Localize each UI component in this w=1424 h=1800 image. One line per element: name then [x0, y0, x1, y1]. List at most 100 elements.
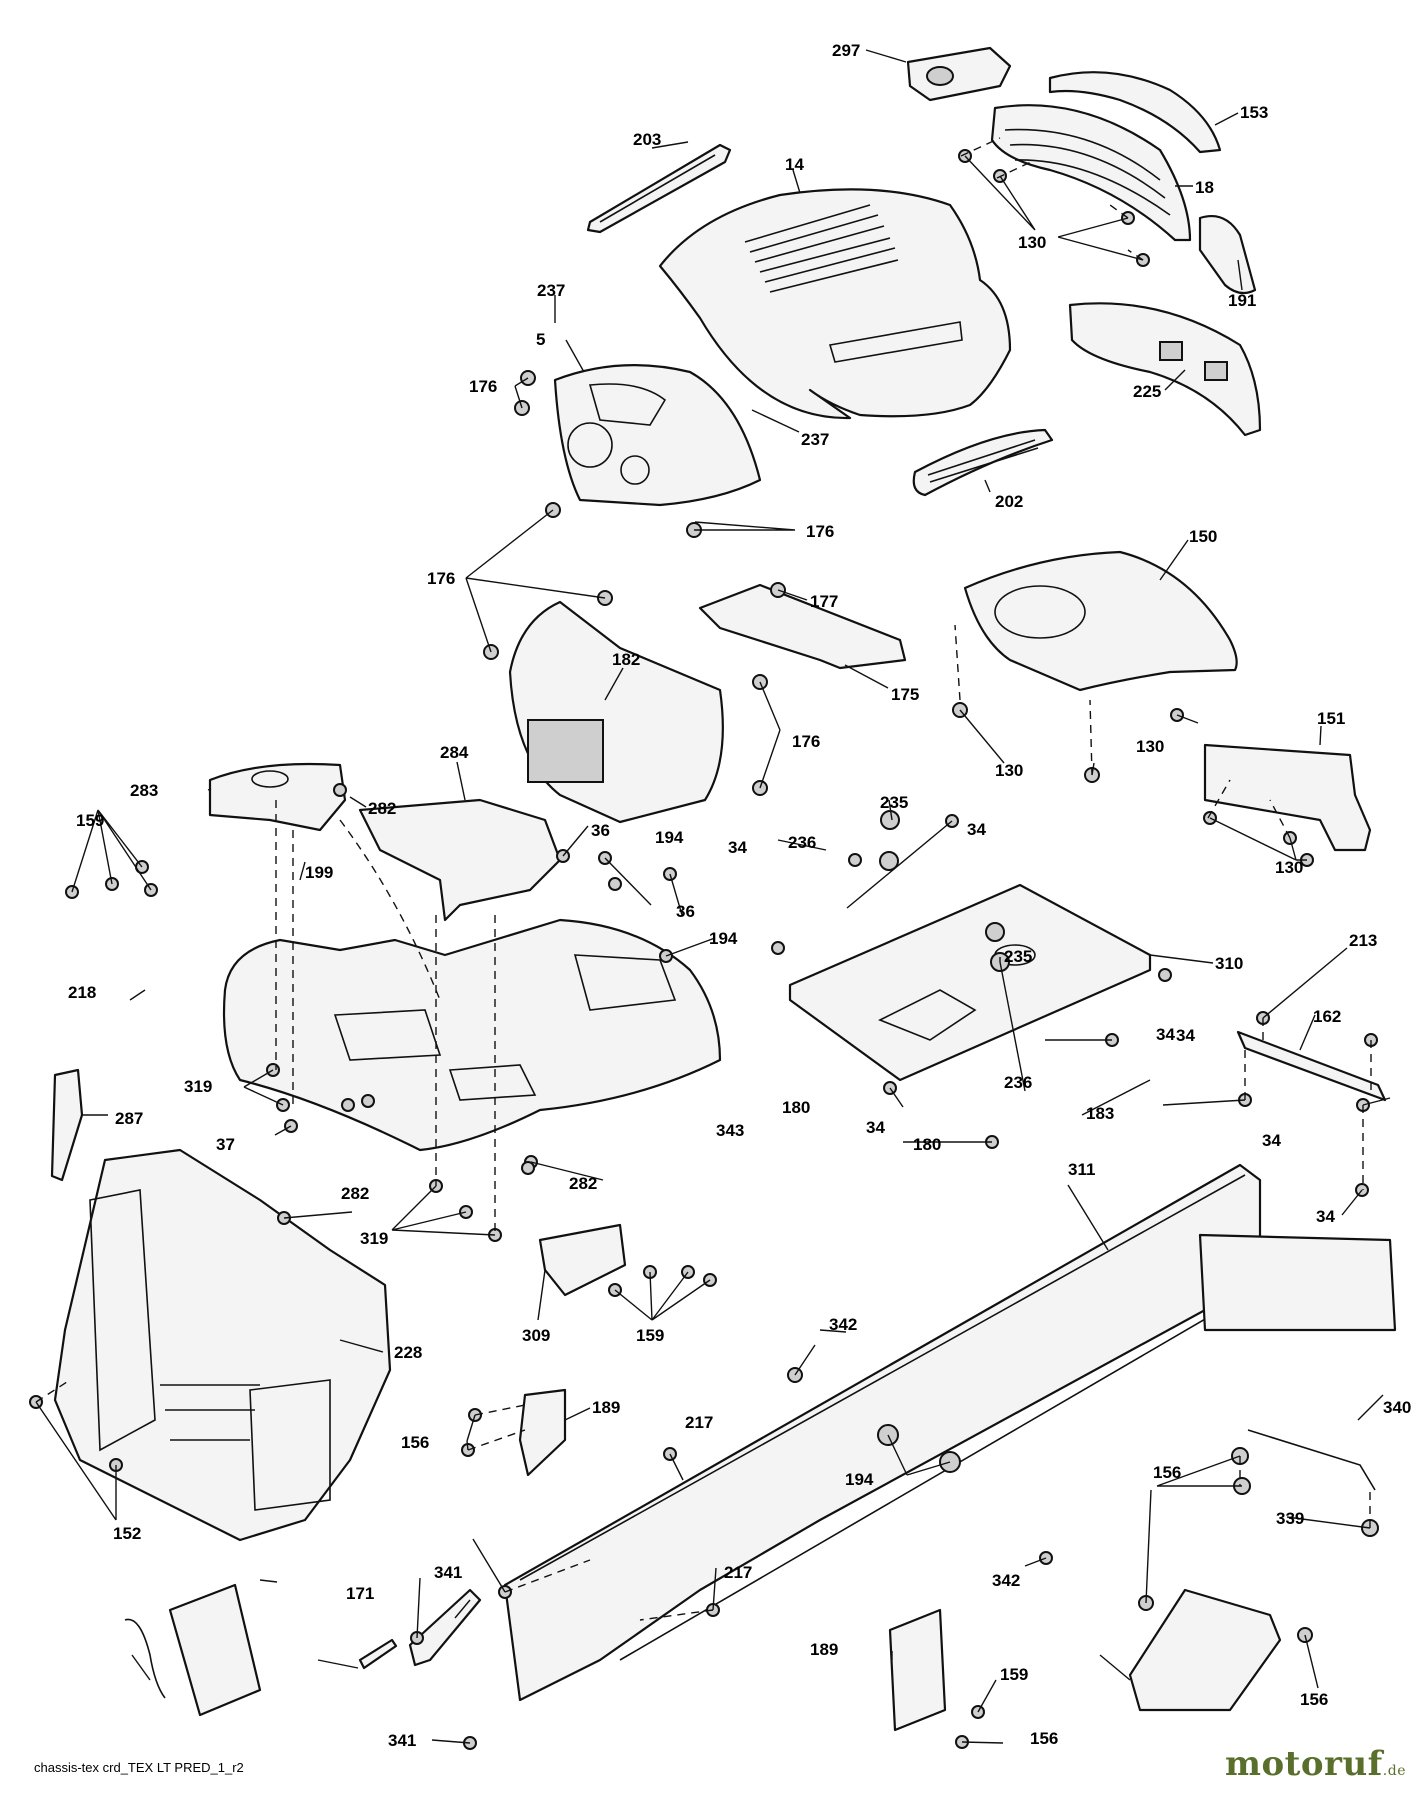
part-342-bracket-lower	[888, 1608, 947, 1732]
part-218-strap	[1236, 1030, 1387, 1102]
callout-179-bottom: 341	[388, 1731, 416, 1750]
callout-68-plate: 34	[1156, 1025, 1175, 1044]
callout-37: 343	[716, 1121, 744, 1140]
part-340-plate	[168, 1583, 262, 1717]
callout-191: 191	[1228, 291, 1256, 310]
leader-lines	[35, 49, 1391, 1744]
callout-162-bottom: 319	[360, 1229, 388, 1248]
callout-217: 340	[1383, 1398, 1411, 1417]
callout-130-bracket: 130	[1275, 858, 1303, 877]
callout-228-mid: 342	[992, 1571, 1020, 1590]
callout-156-mid: 217	[724, 1563, 752, 1582]
part-180-rail	[1198, 1233, 1397, 1332]
callout-283: 283	[130, 781, 158, 800]
callout-225: 225	[1133, 382, 1161, 401]
callout-228-top: 342	[829, 1315, 857, 1334]
callout-labels: 297 153 203 14 18 130 191 237 5 176 225 …	[68, 41, 1411, 1750]
part-309-grille	[53, 1148, 392, 1542]
callout-282-mid: 282	[341, 1184, 369, 1203]
callout-199: 199	[305, 863, 333, 882]
callout-14: 14	[785, 155, 804, 174]
part-283-fender	[208, 762, 347, 832]
callout-297: 297	[832, 41, 860, 60]
part-319-strip	[50, 1068, 84, 1182]
callout-151: 151	[1317, 709, 1345, 728]
part-311-bracket	[538, 1223, 627, 1297]
callout-342-bottom: 189	[810, 1640, 838, 1659]
callout-68-plate-right: 34	[1176, 1026, 1195, 1045]
callout-308: 152	[113, 1524, 141, 1543]
callout-338: 171	[346, 1584, 374, 1603]
callout-159-mid: 159	[636, 1326, 664, 1345]
callout-282-top: 282	[368, 799, 396, 818]
part-5-dash	[553, 364, 762, 507]
callout-36-top: 36	[591, 821, 610, 840]
callout-194-top: 194	[655, 828, 684, 847]
part-37-footboard	[222, 918, 722, 1152]
part-34-plate	[788, 883, 1152, 1082]
part-225-bumper	[1068, 302, 1262, 437]
callout-153: 153	[1240, 103, 1268, 122]
part-152-guard	[1128, 1588, 1282, 1712]
diagram-code: chassis-tex crd_TEX LT PRED_1_r2	[34, 1760, 244, 1775]
callout-287: 37	[216, 1135, 235, 1154]
callout-182: 182	[612, 650, 640, 669]
callout-52: 339	[1276, 1509, 1304, 1528]
callout-218: 162	[1313, 1007, 1341, 1026]
callout-310: 218	[68, 983, 96, 1002]
callout-342-top: 189	[592, 1398, 620, 1417]
callout-68-right: 34	[1316, 1207, 1335, 1226]
part-202-vent	[912, 428, 1054, 497]
callout-235-top: 235	[880, 793, 908, 812]
callout-68-bottom-left: 34	[866, 1118, 885, 1137]
callout-189-right: 156	[1153, 1463, 1181, 1482]
callout-309: 228	[394, 1343, 422, 1362]
callout-189-left: 156	[401, 1433, 429, 1452]
callout-180: 311	[1068, 1160, 1095, 1179]
callout-68-left: 34	[728, 838, 747, 857]
callout-176-dash: 176	[806, 522, 834, 541]
part-151-bracket	[1203, 743, 1372, 852]
part-153-trim	[1048, 71, 1222, 154]
callout-176-cowl: 176	[427, 569, 455, 588]
callout-203: 203	[633, 130, 661, 149]
callout-150: 150	[1189, 527, 1217, 546]
parts-artwork	[29, 46, 1397, 1750]
part-171-pin	[358, 1638, 398, 1670]
callout-159-left: 159	[76, 811, 104, 830]
callout-183-bottom: 180	[913, 1135, 941, 1154]
callout-130-bracket-top: 130	[1136, 737, 1164, 756]
callout-176-right: 176	[792, 732, 820, 751]
callout-68-strap: 34	[1262, 1131, 1281, 1150]
callout-284: 284	[440, 743, 469, 762]
callout-311: 309	[522, 1326, 550, 1345]
callout-130-pan: 130	[995, 761, 1023, 780]
callout-175: 175	[891, 685, 919, 704]
part-217-rod	[1247, 1429, 1376, 1491]
callout-237-mid: 237	[801, 430, 829, 449]
callout-156-top: 217	[685, 1413, 713, 1432]
callout-343: 183	[1086, 1104, 1114, 1123]
callout-213: 213	[1349, 931, 1377, 950]
logo-suffix: .de	[1382, 1763, 1406, 1779]
callout-177: 177	[810, 592, 838, 611]
part-342-bracket	[518, 1388, 567, 1477]
part-297-lens	[906, 46, 1012, 102]
part-284-console	[358, 798, 562, 922]
callout-130-hood: 130	[1018, 233, 1046, 252]
callout-179-top: 341	[434, 1563, 462, 1582]
callout-34: 310	[1215, 954, 1243, 973]
callout-189-bottom: 156	[1030, 1729, 1058, 1748]
callout-237-top: 237	[537, 281, 565, 300]
callout-194-mid: 194	[709, 929, 738, 948]
callout-202: 202	[995, 492, 1023, 511]
callout-162-top: 319	[184, 1077, 212, 1096]
callout-176-left: 176	[469, 377, 497, 396]
callout-183-left: 180	[782, 1098, 810, 1117]
part-175-bracket	[698, 583, 907, 670]
callout-319: 287	[115, 1109, 143, 1128]
part-150-pan	[963, 550, 1238, 692]
callout-68-top: 34	[967, 820, 986, 839]
brand-logo[interactable]: motoruf.de	[1225, 1744, 1406, 1784]
